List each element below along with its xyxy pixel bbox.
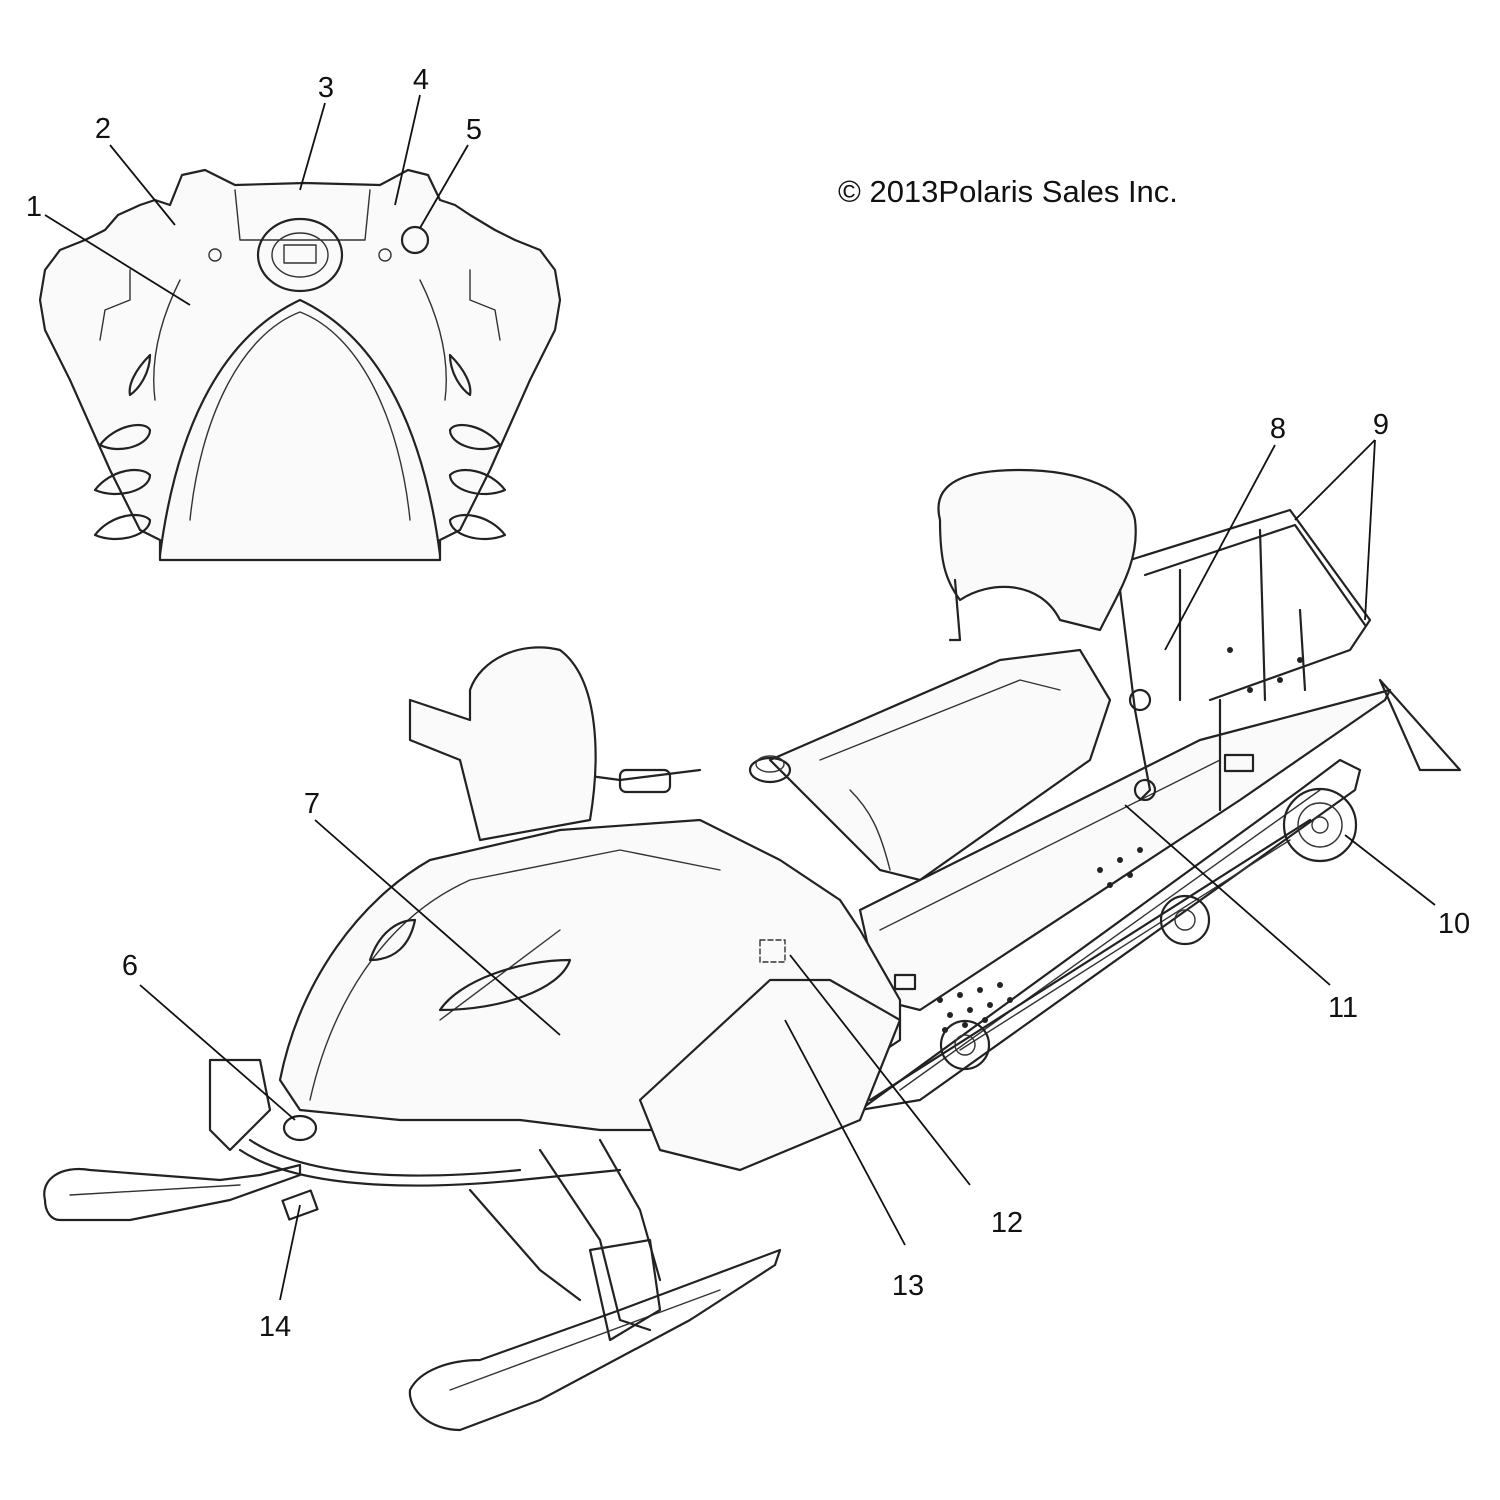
rear-idler-wheel bbox=[1282, 787, 1358, 863]
callout-13: 13 bbox=[892, 1270, 924, 1302]
callout-7: 7 bbox=[304, 788, 320, 820]
idler-wheel-front bbox=[939, 1019, 991, 1071]
decal-14 bbox=[281, 1189, 319, 1221]
callout-11: 11 bbox=[1328, 992, 1358, 1024]
snowmobile-illustration bbox=[43, 468, 1462, 1432]
callout-12: 12 bbox=[991, 1207, 1023, 1239]
decal-11 bbox=[1223, 753, 1255, 773]
callout-4: 4 bbox=[413, 64, 429, 96]
hood-console-inset bbox=[38, 168, 562, 562]
callout-2: 2 bbox=[95, 113, 111, 145]
leader-lines bbox=[44, 94, 1436, 1301]
callout-14: 14 bbox=[259, 1311, 291, 1343]
copyright-notice: © 2013Polaris Sales Inc. bbox=[838, 174, 1178, 209]
callout-5: 5 bbox=[466, 114, 482, 146]
callout-3: 3 bbox=[318, 72, 334, 104]
callout-1: 1 bbox=[26, 191, 42, 223]
decal-12 bbox=[893, 973, 917, 991]
callout-8: 8 bbox=[1270, 413, 1286, 445]
callout-10: 10 bbox=[1438, 908, 1470, 940]
callout-6: 6 bbox=[122, 950, 138, 982]
idler-wheel-mid bbox=[1159, 894, 1211, 946]
callout-9: 9 bbox=[1373, 409, 1389, 441]
callout-labels: 1 2 3 4 5 6 7 8 9 10 11 12 13 14 bbox=[26, 64, 1470, 1343]
tunnel-perforations bbox=[937, 647, 1303, 1033]
